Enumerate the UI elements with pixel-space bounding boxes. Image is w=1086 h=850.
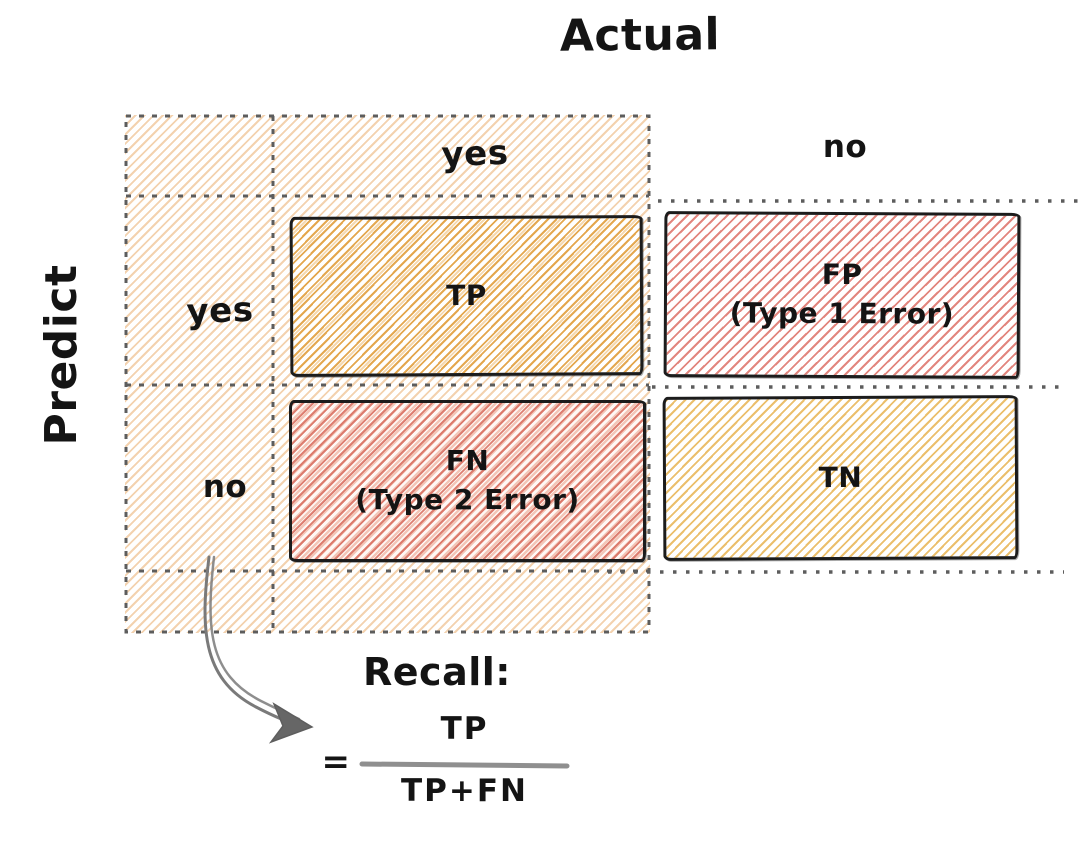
row-header-predict-no: no [202, 469, 248, 505]
cell-true-positive: TP [289, 215, 644, 377]
cell-true-negative: TN [662, 395, 1019, 561]
cell-true-positive-label: TP [446, 278, 487, 312]
row-header-predict-yes: yes [185, 289, 255, 333]
fraction-bar [359, 761, 570, 769]
formula-numerator: TP [440, 711, 489, 747]
cell-false-negative: FN (Type 2 Error) [289, 400, 646, 562]
cell-true-negative-label: TN [818, 460, 863, 494]
column-header-actual-yes: yes [440, 132, 510, 176]
top-axis-title: Actual [559, 9, 721, 62]
left-axis-title: Predict [35, 264, 87, 446]
formula-denominator: TP+FN [401, 773, 528, 809]
column-header-actual-no: no [822, 129, 868, 165]
cell-false-positive-label: FP [821, 258, 863, 292]
cell-false-negative-sublabel: (Type 2 Error) [355, 483, 580, 516]
recall-arrow-head [268, 702, 314, 744]
cell-false-positive-sublabel: (Type 1 Error) [729, 296, 955, 331]
cell-false-negative-label: FN [445, 444, 490, 478]
formula-heading: Recall: [363, 650, 511, 694]
formula-equals-sign: = [321, 742, 351, 782]
cell-false-positive: FP (Type 1 Error) [663, 211, 1021, 379]
